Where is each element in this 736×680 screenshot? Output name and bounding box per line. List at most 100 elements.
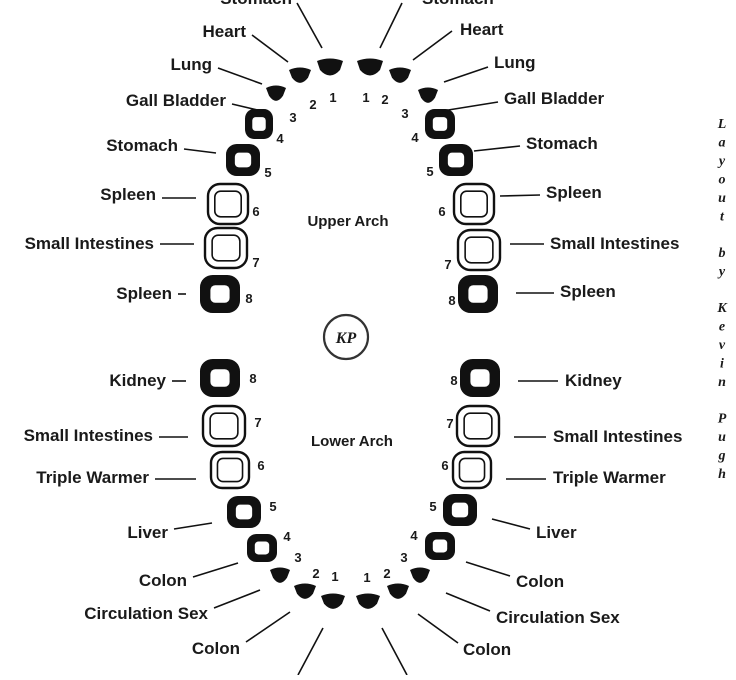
upper-left-2-tooth-number: 1 <box>329 90 336 105</box>
lower-right-3-tooth-number: 6 <box>441 458 448 473</box>
tooth-core <box>470 369 490 387</box>
upper-left-tooth-4 <box>245 109 273 139</box>
tooth-shape <box>289 67 311 83</box>
tooth-core <box>254 541 270 555</box>
upper-arch-label: Upper Arch <box>307 213 388 230</box>
lower-right-5-leader-line <box>465 561 511 577</box>
lower-left-5-leader-line <box>192 562 239 578</box>
tooth-core <box>252 117 266 131</box>
lower-right-5-tooth-number: 4 <box>410 528 418 543</box>
lower-right-tooth-1 <box>356 593 380 609</box>
tooth-shape <box>455 404 501 448</box>
lower-right-4-organ-label: Liver <box>536 523 577 542</box>
upper-left-2-organ-label: Heart <box>203 22 247 41</box>
tooth-shape <box>317 58 343 76</box>
upper-right-5-tooth-number: 4 <box>411 130 419 145</box>
tooth-shape <box>356 593 380 609</box>
tooth-shape <box>456 228 502 272</box>
lower-left-4-organ-label: Liver <box>127 523 168 542</box>
upper-right-5-organ-label: Stomach <box>526 134 598 153</box>
credit-letter: t <box>720 210 725 225</box>
lower-left-5-tooth-number: 4 <box>283 529 291 544</box>
tooth-shape <box>294 583 316 599</box>
upper-right-4-tooth-number: 3 <box>401 106 408 121</box>
tooth-shape <box>418 87 438 103</box>
tooth-inner-outline <box>459 190 488 218</box>
upper-right-7-organ-label: Small Intestines <box>550 234 679 253</box>
credit-letter: e <box>719 320 725 335</box>
upper-left-2-leader-line <box>251 34 289 63</box>
tooth-inner-outline <box>463 412 493 440</box>
tooth-shape <box>321 593 345 609</box>
lower-arch-label: Lower Arch <box>311 433 393 450</box>
lower-right-8-leader-line <box>381 627 408 676</box>
upper-right-3-leader-line <box>443 66 489 83</box>
upper-left-5-leader-line <box>183 148 217 154</box>
upper-right-2-tooth-number: 1 <box>362 90 369 105</box>
lower-right-tooth-6 <box>451 450 493 490</box>
lower-left-7-organ-label: Colon <box>192 639 240 658</box>
lower-right-7-leader-line <box>417 613 459 644</box>
upper-left-7-tooth-number: 6 <box>252 204 259 219</box>
lower-right-6-organ-label: Circulation Sex <box>496 608 620 627</box>
tooth-shape <box>389 67 411 83</box>
upper-left-5-organ-label: Stomach <box>106 136 178 155</box>
lower-right-6-tooth-number: 3 <box>400 550 407 565</box>
tooth-shape <box>357 58 383 76</box>
upper-right-8-tooth-number: 7 <box>444 257 451 272</box>
credit-letter: o <box>719 173 726 188</box>
leader-lines-layer <box>155 2 558 676</box>
upper-right-6-tooth-number: 5 <box>426 164 433 179</box>
tooth-shape <box>451 450 493 490</box>
credit-letter: y <box>717 265 726 280</box>
upper-right-tooth-8 <box>458 275 498 313</box>
tooth-shape <box>410 567 430 583</box>
lower-left-4-tooth-number: 5 <box>269 499 276 514</box>
lower-right-2-organ-label: Small Intestines <box>553 427 682 446</box>
tooth-shape <box>201 404 247 448</box>
tooth-inner-outline <box>458 457 486 483</box>
credit-letter: b <box>719 246 726 261</box>
upper-right-9-tooth-number: 8 <box>448 293 455 308</box>
tooth-inner-outline <box>209 412 239 440</box>
credit-letter: a <box>719 136 726 151</box>
upper-right-8-organ-label: Spleen <box>560 282 616 301</box>
upper-left-4-tooth-number: 3 <box>289 110 296 125</box>
upper-left-5-tooth-number: 4 <box>276 131 284 146</box>
lower-left-7-leader-line <box>245 611 291 643</box>
lower-right-tooth-5 <box>443 494 477 526</box>
credit-letter: u <box>718 191 726 206</box>
tooth-shape <box>266 85 286 101</box>
lower-right-8-tooth-number: 1 <box>363 570 370 585</box>
credit-letter: h <box>718 467 726 482</box>
kp-logo-circle <box>322 313 370 361</box>
lower-right-tooth-3 <box>410 567 430 583</box>
upper-right-tooth-2 <box>389 67 411 83</box>
lower-right-3-organ-label: Triple Warmer <box>553 468 666 487</box>
credit-letter: g <box>718 449 726 464</box>
upper-right-1-organ-label: Stomach <box>422 0 494 8</box>
upper-right-4-leader-line <box>441 101 499 112</box>
upper-right-4-organ-label: Gall Bladder <box>504 89 605 108</box>
upper-left-tooth-5 <box>226 144 260 176</box>
upper-left-1-organ-label: Stomach <box>220 0 292 8</box>
upper-left-6-tooth-number: 5 <box>264 165 271 180</box>
lower-left-tooth-8 <box>200 359 240 397</box>
credit-letter: L <box>717 117 727 132</box>
lower-left-tooth-7 <box>201 404 247 448</box>
lower-right-tooth-2 <box>387 583 409 599</box>
tooth-shape <box>270 567 290 583</box>
tooth-inner-outline <box>464 236 494 264</box>
upper-right-tooth-4 <box>425 109 455 139</box>
lower-left-tooth-1 <box>321 593 345 609</box>
tooth-inner-outline <box>211 234 241 262</box>
lower-left-4-leader-line <box>173 522 213 530</box>
upper-left-3-leader-line <box>217 67 263 85</box>
tooth-inner-outline <box>214 190 243 218</box>
lower-left-tooth-5 <box>227 496 261 528</box>
upper-right-tooth-6 <box>452 182 496 226</box>
upper-left-9-tooth-number: 8 <box>245 291 252 306</box>
tooth-core <box>432 539 448 553</box>
